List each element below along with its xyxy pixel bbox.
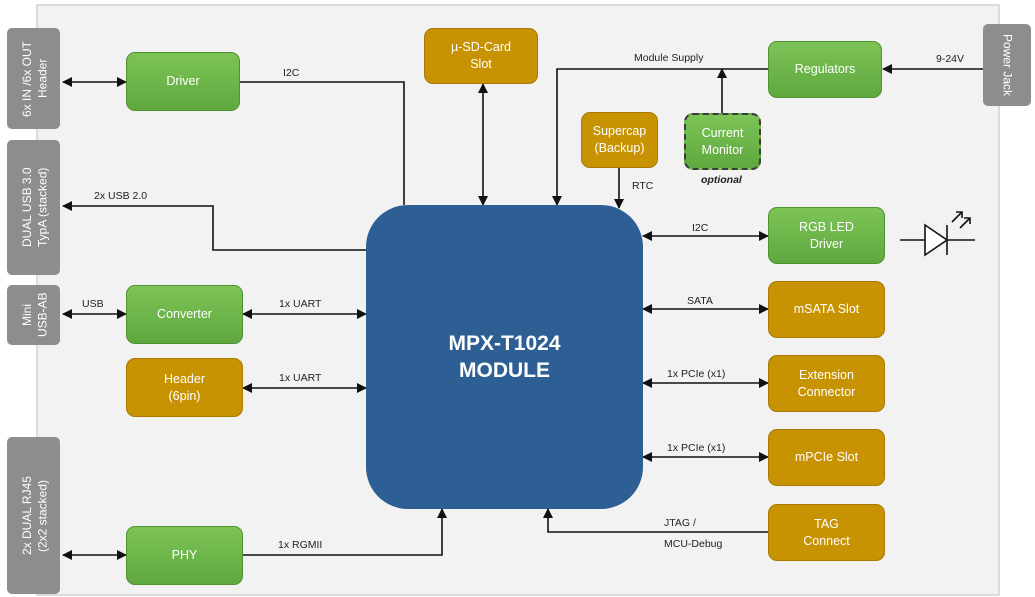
label-i2c-top: I2C [283, 67, 300, 79]
io-header-connector: 6x IN /6x OUT Header [7, 28, 60, 129]
extension-connector-block: Extension Connector [768, 355, 885, 412]
converter-block: Converter [126, 285, 243, 344]
mini-usb-connector: Mini USB-AB [7, 285, 60, 345]
rgb-led-line2: Driver [809, 236, 844, 251]
module-title-line2: MODULE [459, 359, 550, 382]
module-supply-line [552, 68, 768, 206]
rgmii-line [243, 508, 447, 556]
regulators-label: Regulators [794, 62, 856, 77]
label-vin: 9-24V [936, 53, 965, 65]
power-jack-connector: Power Jack [983, 24, 1031, 106]
header-6pin-line1: Header [164, 371, 205, 386]
usb30-line2: TypA (stacked) [35, 167, 50, 248]
tag-connect-line2: Connect [803, 533, 850, 548]
supercap-line1: Supercap [592, 124, 647, 139]
driver-label: Driver [166, 74, 200, 89]
converter-label: Converter [157, 307, 212, 322]
msata-label: mSATA Slot [793, 302, 860, 317]
rgb-led-driver-block: RGB LED Driver [768, 207, 885, 264]
phy-label: PHY [171, 548, 198, 563]
label-rtc: RTC [632, 180, 654, 192]
label-uart2: 1x UART [279, 372, 322, 384]
jtag-line [543, 508, 768, 533]
io-header-line1: 6x IN /6x OUT [20, 40, 34, 117]
extension-line1: Extension [799, 367, 854, 382]
sd-slot-line2: Slot [470, 57, 492, 71]
label-usb2: 2x USB 2.0 [94, 190, 148, 202]
label-module-supply: Module Supply [634, 52, 704, 64]
msata-slot-block: mSATA Slot [768, 281, 885, 338]
current-monitor-line1: Current [701, 125, 744, 140]
usb30-connector: DUAL USB 3.0 TypA (stacked) [7, 140, 60, 275]
mpcie-slot-block: mPCIe Slot [768, 429, 885, 486]
header-6pin-block: Header (6pin) [126, 358, 243, 417]
driver-block: Driver [126, 52, 240, 111]
tag-connect-block: TAG Connect [768, 504, 885, 561]
regulators-block: Regulators [768, 41, 882, 98]
sd-slot-block: µ-SD-Card Slot [424, 28, 538, 84]
label-sata: SATA [687, 295, 713, 307]
supercap-block: Supercap (Backup) [581, 112, 658, 168]
label-jtag1: JTAG / [664, 517, 696, 529]
tag-connect-line1: TAG [814, 516, 839, 531]
extension-line2: Connector [797, 384, 856, 399]
io-header-line2: Header [35, 58, 50, 99]
label-i2c-right: I2C [692, 222, 709, 234]
rj45-connector: 2x DUAL RJ45 (2x2 stacked) [7, 437, 60, 594]
led-icon [900, 211, 975, 257]
header-6pin-line2: (6pin) [168, 388, 201, 403]
phy-block: PHY [126, 526, 243, 585]
usb2-line [62, 201, 366, 251]
rj45-line1: 2x DUAL RJ45 [20, 476, 34, 556]
usb30-line1: DUAL USB 3.0 [20, 167, 34, 248]
mpcie-label: mPCIe Slot [794, 450, 859, 465]
mini-usb-line1: Mini [20, 304, 34, 327]
mini-usb-line2: USB-AB [35, 292, 50, 338]
label-optional: optional [701, 174, 742, 186]
label-uart1: 1x UART [279, 298, 322, 310]
rj45-line2: (2x2 stacked) [35, 479, 50, 553]
label-rgmii: 1x RGMII [278, 539, 323, 551]
driver-i2c-line [240, 81, 405, 205]
power-jack-label: Power Jack [1000, 33, 1015, 97]
supercap-line2: (Backup) [594, 141, 645, 155]
sd-slot-line1: µ-SD-Card [451, 40, 511, 55]
current-monitor-line2: Monitor [701, 142, 744, 157]
current-monitor-block: Current Monitor [684, 113, 761, 170]
label-pcie2: 1x PCIe (x1) [667, 442, 726, 454]
rgb-led-line1: RGB LED [799, 219, 854, 234]
module-title-line1: MPX-T1024 [448, 331, 561, 355]
label-pcie1: 1x PCIe (x1) [667, 368, 726, 380]
label-jtag2: MCU-Debug [664, 538, 723, 550]
label-usb: USB [82, 298, 104, 310]
mpx-module: MPX-T1024 MODULE [366, 205, 643, 509]
